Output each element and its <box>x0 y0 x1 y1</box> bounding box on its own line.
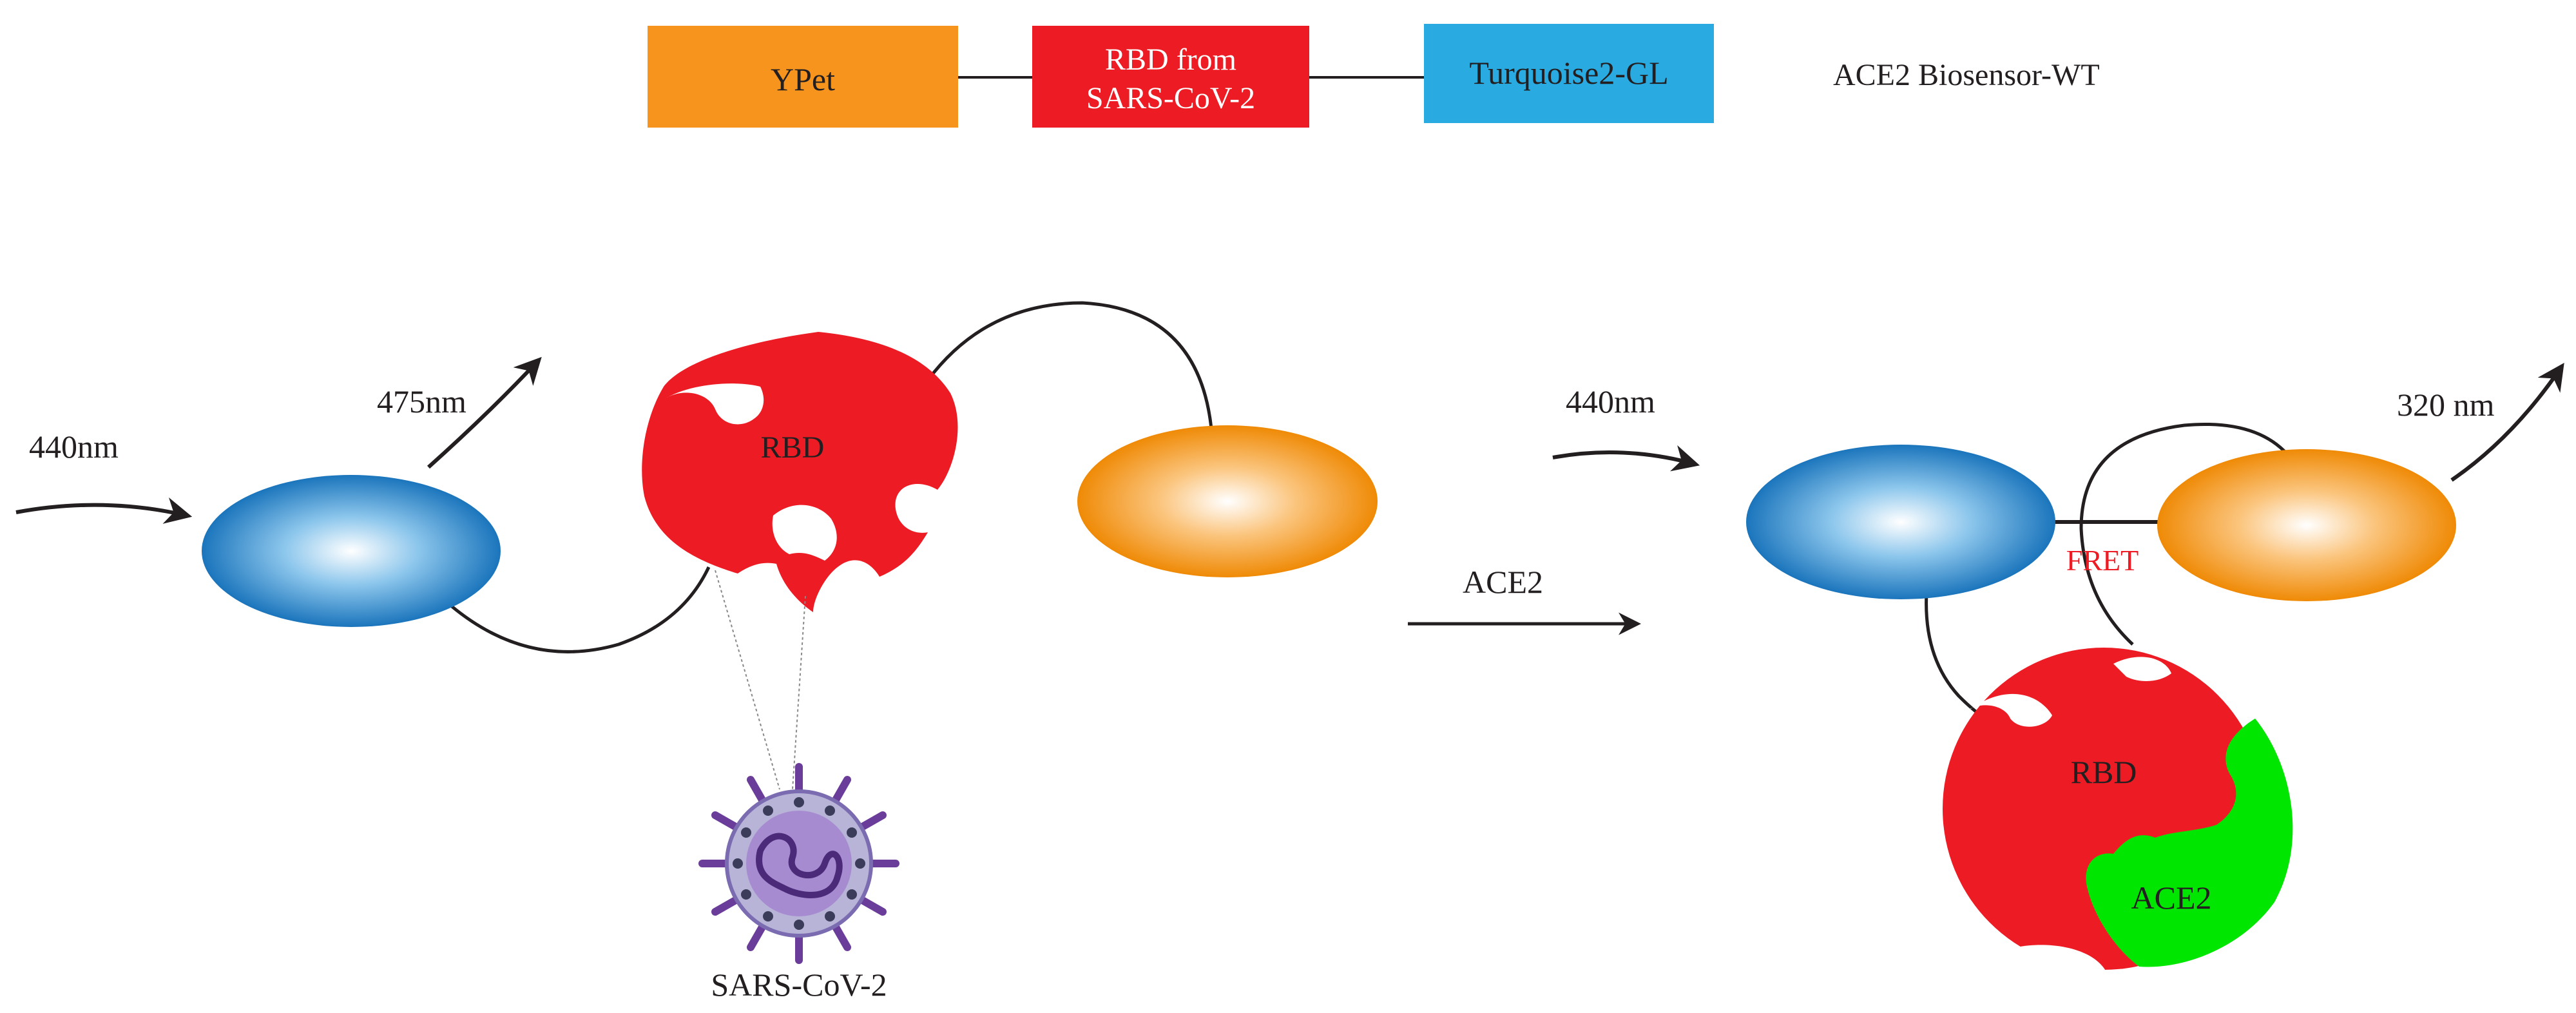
binding-pocket <box>2017 945 2107 979</box>
rbd-domain-label-line2: SARS-CoV-2 <box>1086 81 1255 115</box>
excitation-label-left: 440nm <box>29 429 119 465</box>
construct-diagram: YPet RBD from SARS-CoV-2 Turquoise2-GL A… <box>648 24 2100 128</box>
emission-arrow-right <box>2450 363 2564 482</box>
emission-label-right: 320 nm <box>2397 387 2495 423</box>
turquoise-domain-box <box>1424 24 1714 123</box>
ace2-transition: ACE2 <box>1408 564 1641 635</box>
linker-loop <box>2079 422 2289 646</box>
binding-pocket <box>1959 693 2052 727</box>
ypet-fluorophore-bound <box>2157 449 2456 601</box>
transition-label: ACE2 <box>1463 564 1543 600</box>
rbd-label-left: RBD <box>761 430 825 465</box>
turquoise-fluorophore <box>202 475 501 627</box>
ypet-fluorophore <box>1077 425 1378 577</box>
emission-label-left: 475nm <box>377 383 466 420</box>
rbd-domain-box <box>1032 26 1309 128</box>
turquoise-fluorophore-bound <box>1746 445 2055 599</box>
linker-loop <box>927 301 1213 429</box>
ypet-domain-box <box>648 26 958 128</box>
zoom-line <box>715 570 780 790</box>
binding-pocket <box>664 383 764 425</box>
unbound-state: 440nm 475nm RBD <box>15 301 1378 1003</box>
linker-loop <box>450 566 711 653</box>
bound-state: 440nm 320 nm FRET RBD ACE2 <box>1552 363 2564 979</box>
virus-label: SARS-CoV-2 <box>711 967 887 1003</box>
rbd-domain-label-line1: RBD from <box>1105 43 1236 77</box>
zoom-line <box>792 595 806 790</box>
binding-pocket <box>2113 657 2171 681</box>
construct-title: ACE2 Biosensor-WT <box>1833 58 2100 92</box>
binding-pocket <box>772 505 837 561</box>
ace2-receptor <box>2086 719 2293 967</box>
ace2-label: ACE2 <box>2131 880 2212 916</box>
rbd-label-bound: RBD <box>2071 754 2137 790</box>
excitation-arrow-left <box>15 497 193 524</box>
emission-arrow-left <box>427 356 542 469</box>
turquoise-domain-label: Turquoise2-GL <box>1469 55 1668 91</box>
fret-label: FRET <box>2066 544 2139 577</box>
ypet-domain-label: YPet <box>771 61 835 97</box>
excitation-label-right: 440nm <box>1566 383 1655 420</box>
excitation-arrow-right <box>1552 445 1700 472</box>
sars-cov-2-virus-icon <box>698 763 899 964</box>
rbd-domain-left <box>642 332 958 612</box>
